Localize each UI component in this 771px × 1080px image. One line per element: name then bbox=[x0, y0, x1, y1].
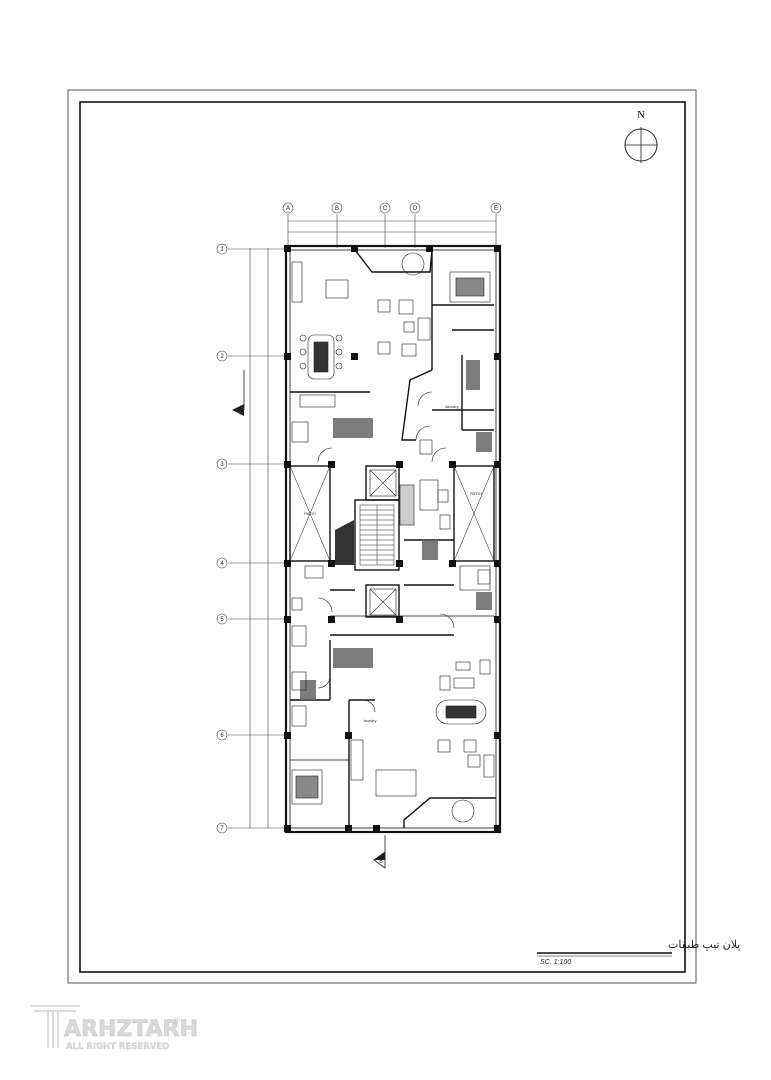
grid-col-b: B bbox=[335, 206, 339, 212]
north-arrow-icon: N bbox=[624, 109, 658, 163]
grid-row-1: 1 bbox=[220, 247, 224, 253]
furniture-middle bbox=[291, 479, 491, 647]
grid-col-d: D bbox=[413, 206, 418, 212]
watermark-logo: ARHZTARH ® ALL RIGHT RESERVED bbox=[31, 1005, 198, 1052]
grid-row-7: 7 bbox=[220, 826, 224, 832]
drawing-scale: SC. 1:100 bbox=[540, 959, 571, 966]
grid-col-a: A bbox=[286, 206, 290, 212]
grid-row-3: 3 bbox=[220, 462, 224, 468]
row-grid bbox=[216, 243, 288, 834]
laundry-bottom-label: laundry bbox=[363, 718, 376, 723]
grid-row-5: 5 bbox=[220, 617, 224, 623]
door-swings bbox=[317, 391, 455, 713]
watermark-brand: ARHZTARH bbox=[64, 1017, 198, 1042]
inner-sheet-border bbox=[79, 101, 686, 973]
hatched-areas bbox=[300, 360, 492, 700]
grid-row-4: 4 bbox=[220, 561, 224, 567]
grid-row-6: 6 bbox=[220, 733, 224, 739]
watermark-subtitle: ALL RIGHT RESERVED bbox=[66, 1042, 169, 1052]
grid-col-c: C bbox=[383, 206, 388, 212]
building-outline bbox=[284, 244, 502, 834]
patio-right-label: PATIO bbox=[470, 491, 481, 496]
north-label: N bbox=[637, 109, 645, 121]
structural-columns bbox=[284, 245, 501, 832]
title-block: پلان تیپ طبقات SC. 1:100 bbox=[537, 939, 740, 966]
outer-sheet-border bbox=[67, 89, 697, 984]
furniture-top-unit bbox=[291, 252, 491, 455]
temple-icon bbox=[31, 1005, 80, 1048]
laundry-top-label: laundry bbox=[445, 404, 458, 409]
staircase bbox=[335, 504, 395, 566]
section-marker-label: B bbox=[379, 859, 383, 865]
section-marker-bottom: B bbox=[373, 835, 386, 869]
watermark-registered: ® bbox=[172, 1017, 181, 1027]
column-grid bbox=[282, 202, 502, 248]
patio-left-label: PATIO bbox=[304, 511, 315, 516]
furniture-bottom-unit bbox=[291, 659, 495, 823]
section-marker-left bbox=[232, 370, 245, 416]
drawing-title: پلان تیپ طبقات bbox=[668, 939, 740, 951]
grid-row-2: 2 bbox=[220, 354, 224, 360]
grid-col-e: E bbox=[494, 206, 498, 212]
elevator-shafts bbox=[369, 469, 397, 616]
interior-walls bbox=[289, 249, 496, 828]
